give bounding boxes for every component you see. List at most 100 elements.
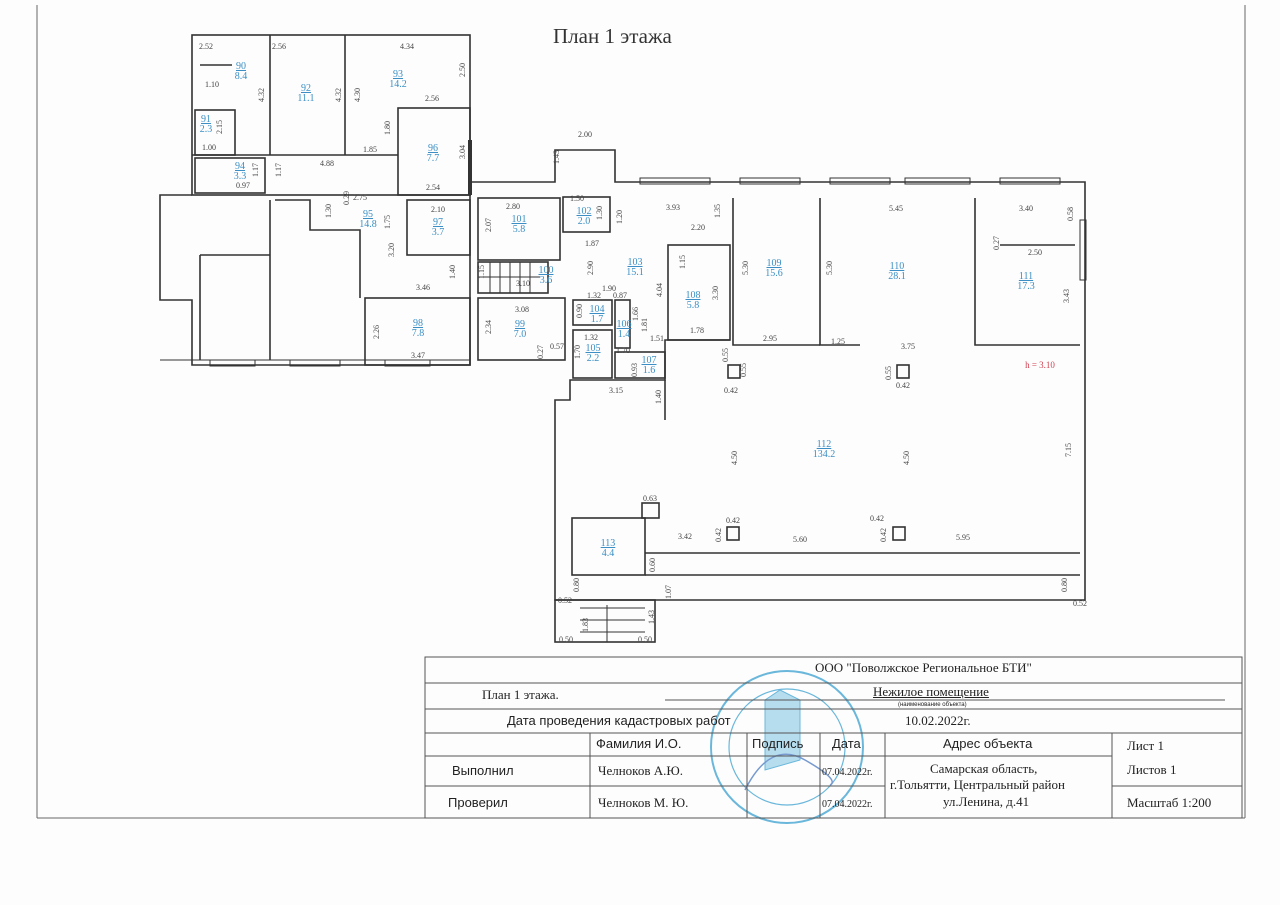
room-number: 95 — [363, 209, 373, 220]
dimension-label: 1.90 — [602, 284, 616, 293]
dimension-label: 2.20 — [691, 223, 705, 232]
address-line: Самарская область, — [930, 761, 1038, 776]
room-number: 106 — [616, 319, 632, 330]
dimension-label: 2.80 — [506, 202, 520, 211]
room-area: 3.7 — [431, 227, 445, 238]
room-area: 2.3 — [199, 124, 213, 135]
dimension-label: 0.57 — [550, 342, 564, 351]
dimension-label: 0.52 — [1073, 599, 1087, 608]
room-number: 103 — [627, 257, 643, 268]
dimension-label: 1.70 — [616, 346, 630, 355]
dimension-label: 3.10 — [516, 279, 530, 288]
room-number: 104 — [589, 304, 605, 315]
dimension-label: 2.56 — [272, 42, 286, 51]
dimension-label: 2.10 — [431, 205, 445, 214]
header-address: Адрес объекта — [943, 736, 1033, 751]
object-name: Нежилое помещение — [873, 684, 989, 699]
dimension-label: 4.88 — [320, 159, 334, 168]
room-number: 93 — [393, 69, 403, 80]
room-area: 14.8 — [359, 219, 377, 230]
ceiling-height-note: h = 3.10 — [1025, 360, 1055, 370]
object-name-caption: (наименование объекта) — [898, 702, 967, 708]
walls-middle — [470, 149, 1087, 643]
scale: Масштаб 1:200 — [1127, 795, 1212, 810]
room-area: 4.4 — [601, 548, 615, 559]
room-area: 14.2 — [389, 79, 407, 90]
room-area: 15.6 — [765, 268, 783, 279]
room-number: 91 — [201, 114, 211, 125]
room-number: 107 — [641, 355, 657, 366]
sheet-name: План 1 этажа. — [482, 687, 559, 702]
room-number: 94 — [235, 161, 245, 172]
row-name: Челноков А.Ю. — [598, 763, 683, 778]
room-area: 1.4 — [617, 329, 631, 340]
dimension-label: 1.25 — [831, 337, 845, 346]
room-number: 109 — [766, 258, 782, 269]
room-area: 2.0 — [577, 216, 591, 227]
dimension-label: 0.50 — [559, 635, 573, 644]
dimension-label: 0.42 — [726, 516, 740, 525]
room-number: 97 — [433, 217, 443, 228]
dimension-label: 2.52 — [199, 42, 213, 51]
room-number: 110 — [889, 261, 905, 272]
room-number: 105 — [585, 343, 601, 354]
dimension-label: 3.47 — [411, 351, 425, 360]
room-area: 15.1 — [626, 267, 644, 278]
dimension-label: 3.46 — [416, 283, 430, 292]
plan-title: План 1 этажа — [553, 24, 672, 48]
room-number: 112 — [816, 439, 832, 450]
header-name: Фамилия И.О. — [596, 736, 682, 751]
room-number: 101 — [511, 214, 527, 225]
dimension-label: 1.10 — [205, 80, 219, 89]
room-number: 92 — [300, 83, 311, 94]
dimension-label: 0.52 — [558, 596, 572, 605]
room-area: 7.7 — [426, 153, 440, 164]
survey-date-label: Дата проведения кадастровых работ — [507, 713, 731, 728]
dimension-label: 2.75 — [353, 193, 367, 202]
room-area: 1.7 — [590, 314, 604, 325]
dimension-label: 1.00 — [202, 143, 216, 152]
room-area: 2.2 — [586, 353, 600, 364]
sheet-number: Лист 1 — [1127, 738, 1164, 753]
room-number: 90 — [236, 61, 246, 72]
room-area: 3.6 — [539, 275, 553, 286]
room-area: 134.2 — [812, 449, 836, 460]
walls-upper-left — [191, 34, 472, 196]
room-area: 11.1 — [297, 93, 315, 104]
dimension-label: 0.42 — [896, 381, 910, 390]
dimension-label: 3.93 — [666, 203, 680, 212]
room-area: 8.4 — [234, 71, 248, 82]
row-name: Челноков М. Ю. — [598, 795, 689, 810]
dimension-label: 1.51 — [650, 334, 664, 343]
dimension-label: 2.95 — [763, 334, 777, 343]
dimension-label: 1.85 — [363, 145, 377, 154]
row-role: Проверил — [448, 795, 508, 810]
dimension-label: 3.15 — [609, 386, 623, 395]
room-number: 98 — [413, 318, 423, 329]
dimension-label: 1.87 — [585, 239, 599, 248]
dimension-label: 1.32 — [584, 333, 598, 342]
room-area: 28.1 — [888, 271, 906, 282]
sheets-total: Листов 1 — [1127, 762, 1177, 777]
dimension-label: 1.50 — [570, 194, 584, 203]
dimension-label: 5.45 — [889, 204, 903, 213]
room-area: 5.8 — [686, 300, 700, 311]
